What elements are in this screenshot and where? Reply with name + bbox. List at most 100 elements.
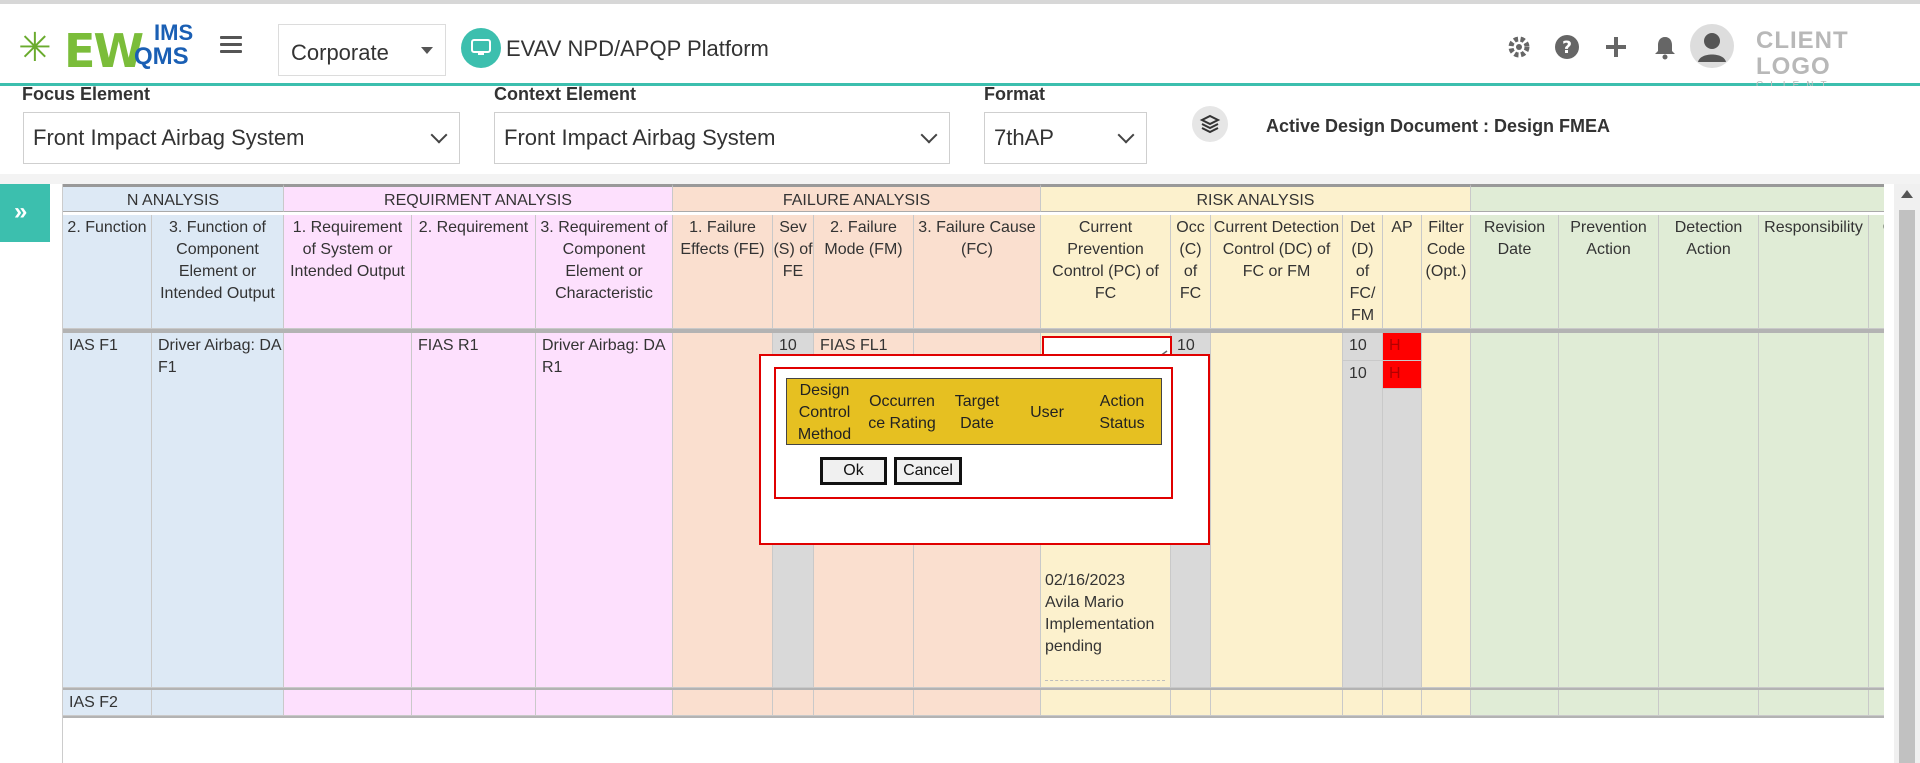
section-function-analysis: N ANALYSIS xyxy=(63,184,284,212)
col-header-detection-control[interactable]: Current Detection Control (DC) of FC or … xyxy=(1211,215,1343,329)
col-header-detection[interactable]: Det (D) of FC/ FM xyxy=(1343,215,1383,329)
cell-partial[interactable] xyxy=(1869,333,1884,688)
col-header-ap[interactable]: AP xyxy=(1383,215,1422,329)
cell-occurrence[interactable] xyxy=(1171,690,1211,716)
cell-prevention-action[interactable] xyxy=(1559,690,1659,716)
fmea-grid[interactable]: N ANALYSIS REQUIRMENT ANALYSIS FAILURE A… xyxy=(62,184,1884,763)
popup-col-design-control-method: Design Control Method xyxy=(797,381,852,443)
row-separator xyxy=(63,688,1884,690)
focus-element-select[interactable]: Front Impact Airbag System xyxy=(23,112,460,164)
ok-button[interactable]: Ok xyxy=(820,457,887,485)
col-header-partial[interactable]: C xyxy=(1869,215,1884,329)
cell-prevention-action[interactable] xyxy=(1559,333,1659,688)
plus-icon[interactable] xyxy=(1601,32,1631,62)
organization-select[interactable]: Corporate xyxy=(278,24,446,76)
section-risk-analysis: RISK ANALYSIS xyxy=(1041,184,1471,212)
help-icon[interactable]: ? xyxy=(1552,32,1582,62)
col-header-filter-code[interactable]: Filter Code (Opt.) xyxy=(1422,215,1471,329)
note-date: 02/16/2023 xyxy=(1045,572,1126,589)
col-header-requirement-component[interactable]: 3. Requirement of Component Element or C… xyxy=(536,215,673,329)
menu-icon[interactable] xyxy=(220,36,242,54)
cell-function[interactable]: IAS F1 xyxy=(63,333,152,688)
client-logo-text: CLIENT LOGO xyxy=(1756,27,1849,80)
expand-sidebar-button[interactable]: » xyxy=(0,184,50,242)
cell-detection-control[interactable] xyxy=(1211,690,1343,716)
divider xyxy=(0,174,1920,184)
cell-requirement-system[interactable] xyxy=(284,690,412,716)
col-header-prevention-control[interactable]: Current Prevention Control (PC) of FC xyxy=(1041,215,1171,329)
cell-detection[interactable] xyxy=(1343,690,1383,716)
col-header-requirement-system[interactable]: 1. Requirement of System or Intended Out… xyxy=(284,215,412,329)
cell-responsibility[interactable] xyxy=(1759,333,1869,688)
cell-ap[interactable] xyxy=(1383,690,1422,716)
col-header-failure-mode[interactable]: 2. Failure Mode (FM) xyxy=(814,215,914,329)
logo-ew: EW xyxy=(64,24,144,78)
logo-qms: QMS xyxy=(134,43,189,70)
double-chevron-right-icon: » xyxy=(14,198,28,225)
col-header-requirement[interactable]: 2. Requirement xyxy=(412,215,536,329)
col-header-function-component[interactable]: 3. Function of Component Element or Inte… xyxy=(152,215,284,329)
col-header-severity[interactable]: Sev (S) of FE xyxy=(773,215,814,329)
cell-revision-date[interactable] xyxy=(1471,333,1559,688)
cell-filter-code[interactable] xyxy=(1422,333,1471,688)
col-header-function[interactable]: 2. Function xyxy=(63,215,152,329)
cell-failure-cause[interactable] xyxy=(914,690,1041,716)
cell-detection-control[interactable] xyxy=(1211,333,1343,688)
cell-requirement[interactable]: FIAS R1 xyxy=(412,333,536,688)
col-header-revision-date[interactable]: Revision Date xyxy=(1471,215,1559,329)
cell-function[interactable]: IAS F2 xyxy=(63,690,152,716)
format-select[interactable]: 7thAP xyxy=(984,112,1147,164)
cell-severity[interactable] xyxy=(773,690,814,716)
cell-prevention-control[interactable] xyxy=(1041,690,1171,716)
cell-function-component[interactable]: Driver Airbag: DA F1 xyxy=(152,333,284,688)
cell-requirement-component[interactable] xyxy=(536,690,673,716)
note-user: Avila Mario xyxy=(1045,594,1124,611)
cancel-button[interactable]: Cancel xyxy=(894,457,962,485)
top-header: ✳ EW IMS QMS Corporate EVAV NPD/APQP Pla… xyxy=(0,0,1920,103)
cell-detection[interactable]: 10 xyxy=(1343,333,1383,361)
col-header-responsibility[interactable]: Responsibility xyxy=(1759,215,1869,329)
client-logo: CLIENT LOGO CLIENT LOGO xyxy=(1756,28,1896,104)
layers-button[interactable] xyxy=(1192,106,1228,142)
layers-icon xyxy=(1199,114,1221,134)
gear-icon[interactable] xyxy=(1504,32,1534,62)
scroll-up-arrow-icon[interactable] xyxy=(1901,190,1913,198)
cell-requirement-component[interactable]: Driver Airbag: DA R1 xyxy=(536,333,673,688)
note-separator xyxy=(1045,680,1165,681)
cell-filter-code[interactable] xyxy=(1422,690,1471,716)
col-header-failure-cause[interactable]: 3. Failure Cause (FC) xyxy=(914,215,1041,329)
organization-select-value: Corporate xyxy=(291,40,389,65)
popup-col-target-date: Target Date xyxy=(954,392,1000,432)
focus-element-value: Front Impact Airbag System xyxy=(33,125,305,150)
cell-function-component[interactable] xyxy=(152,690,284,716)
col-header-detection-action[interactable]: Detection Action xyxy=(1659,215,1759,329)
cell-ap[interactable] xyxy=(1383,389,1422,688)
cell-requirement-system[interactable] xyxy=(284,333,412,688)
user-avatar-icon[interactable] xyxy=(1690,24,1734,68)
cell-detection-action[interactable] xyxy=(1659,333,1759,688)
cell-responsibility[interactable] xyxy=(1759,690,1869,716)
cell-failure-effects[interactable] xyxy=(673,690,773,716)
cell-requirement[interactable] xyxy=(412,690,536,716)
cell-detection[interactable]: 10 xyxy=(1343,361,1383,688)
cell-ap-high[interactable]: H xyxy=(1383,333,1422,361)
cell-partial[interactable] xyxy=(1869,690,1884,716)
vertical-scrollbar[interactable] xyxy=(1894,184,1920,763)
col-header-occurrence[interactable]: Occ (C) of FC xyxy=(1171,215,1211,329)
format-value: 7thAP xyxy=(994,125,1054,150)
cell-ap-high[interactable]: H xyxy=(1383,361,1422,389)
cell-failure-mode[interactable] xyxy=(814,690,914,716)
chevron-down-icon xyxy=(920,126,938,144)
cell-failure-effects[interactable] xyxy=(673,333,773,688)
context-element-select[interactable]: Front Impact Airbag System xyxy=(494,112,950,164)
action-popup-header: Design Control Method Occurren ce Rating… xyxy=(786,378,1162,445)
ewqms-logo[interactable]: ✳ EW IMS QMS xyxy=(18,18,193,78)
scrollbar-thumb[interactable] xyxy=(1899,210,1915,763)
logo-flower-icon: ✳ xyxy=(18,26,52,70)
col-header-prevention-action[interactable]: Prevention Action xyxy=(1559,215,1659,329)
cell-detection-action[interactable] xyxy=(1659,690,1759,716)
col-header-failure-effects[interactable]: 1. Failure Effects (FE) xyxy=(673,215,773,329)
cell-revision-date[interactable] xyxy=(1471,690,1559,716)
bell-icon[interactable] xyxy=(1650,32,1680,62)
popup-col-user: User xyxy=(1030,403,1064,421)
